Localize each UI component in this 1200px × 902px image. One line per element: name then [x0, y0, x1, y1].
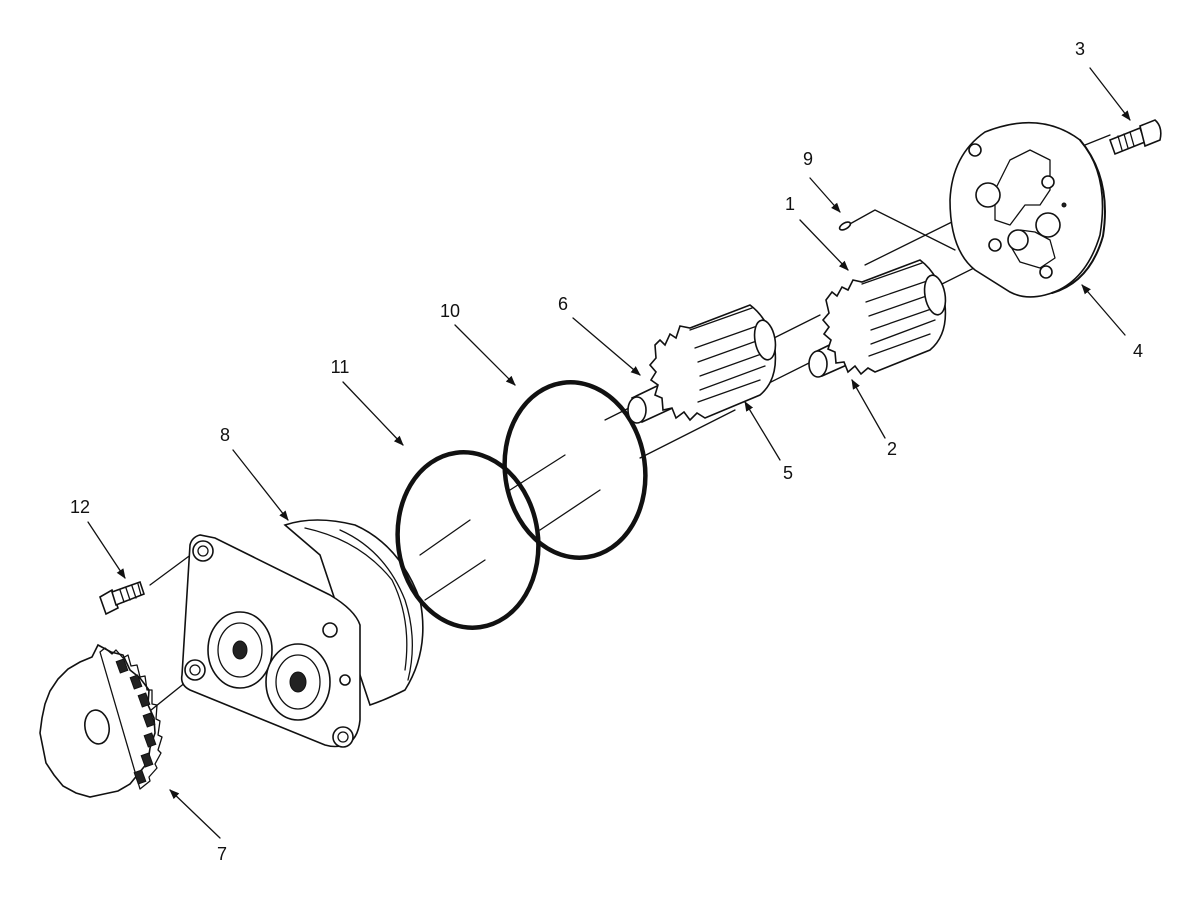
callout-label-11: 11: [331, 357, 350, 377]
callout-label-8: 8: [220, 425, 230, 445]
callout-label-3: 3: [1075, 39, 1085, 59]
callout-label-6: 6: [558, 294, 568, 314]
drive-gear: [39, 643, 163, 798]
o-ring-large: [502, 380, 648, 560]
o-ring-small: [395, 450, 541, 630]
callout-label-9: 9: [803, 149, 813, 169]
callout-label-10: 10: [440, 301, 460, 321]
callout-label-2: 2: [887, 439, 897, 459]
callout-label-5: 5: [783, 463, 793, 483]
cover-plate: [949, 121, 1106, 298]
driven-gear-shaft: [627, 304, 777, 424]
callout-arrows: [87, 67, 1131, 839]
callout-label-12: 12: [70, 497, 90, 517]
drive-gear-shaft: [808, 259, 947, 378]
callout-label-4: 4: [1133, 341, 1143, 361]
housing-screw: [99, 580, 145, 616]
cover-screw: [1108, 119, 1162, 156]
assembly-axis-lines: [119, 134, 1111, 736]
callout-labels: 3 9 1 4 6 10 11 8 12 5 2 7: [70, 39, 1143, 864]
callout-label-7: 7: [217, 844, 227, 864]
pump-housing: [180, 519, 424, 748]
dowel-pin: [838, 221, 852, 231]
callout-label-1: 1: [785, 194, 795, 214]
